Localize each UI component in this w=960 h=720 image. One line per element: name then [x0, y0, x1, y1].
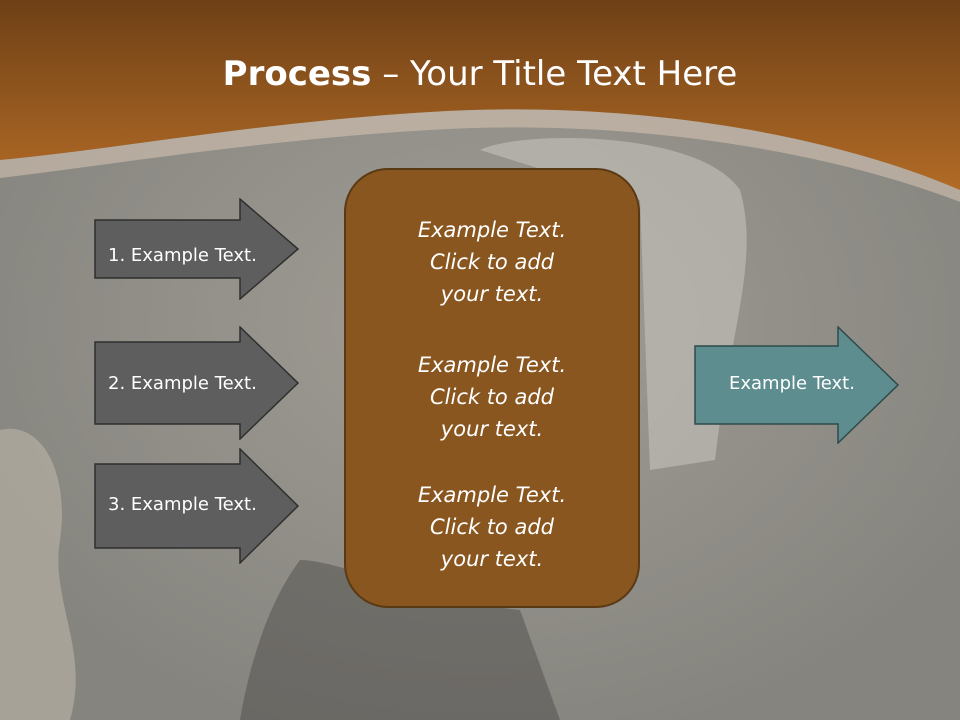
left-arrow-3-label: 3. Example Text. — [108, 494, 257, 515]
figure-shirt — [480, 138, 747, 470]
title-dash: – — [371, 54, 411, 94]
center-block-3: Example Text. Click to add your text. — [346, 479, 638, 575]
wall-patch — [0, 428, 76, 720]
center-block-1: Example Text. Click to add your text. — [346, 214, 638, 310]
slide-title: Process – Your Title Text Here — [0, 52, 960, 96]
header-band — [0, 0, 960, 190]
left-arrow-2-label: 2. Example Text. — [108, 373, 257, 394]
left-arrow-1 — [94, 198, 300, 300]
center-block-1-line-1: Example Text. — [417, 218, 567, 242]
center-text-box: Example Text. Click to add your text. Ex… — [344, 168, 640, 608]
right-arrow-label: Example Text. — [729, 373, 855, 394]
title-bold: Process — [222, 54, 372, 94]
center-block-2-line-3: your text. — [440, 417, 544, 441]
figure-legs — [240, 560, 560, 720]
center-block-2-line-1: Example Text. — [417, 353, 567, 377]
center-block-3-line-1: Example Text. — [417, 483, 567, 507]
center-block-2-line-2: Click to add — [429, 385, 554, 409]
center-block-1-line-3: your text. — [440, 282, 544, 306]
center-block-2: Example Text. Click to add your text. — [346, 349, 638, 445]
header-swoosh — [0, 109, 960, 202]
title-rest: Your Title Text Here — [410, 54, 738, 94]
right-arrow — [694, 326, 900, 444]
center-block-1-line-2: Click to add — [429, 250, 554, 274]
left-arrow-2 — [94, 326, 300, 440]
center-block-3-line-3: your text. — [440, 547, 544, 571]
left-arrow-1-label: 1. Example Text. — [108, 245, 257, 266]
center-block-3-line-2: Click to add — [429, 515, 554, 539]
left-arrow-3 — [94, 448, 300, 564]
